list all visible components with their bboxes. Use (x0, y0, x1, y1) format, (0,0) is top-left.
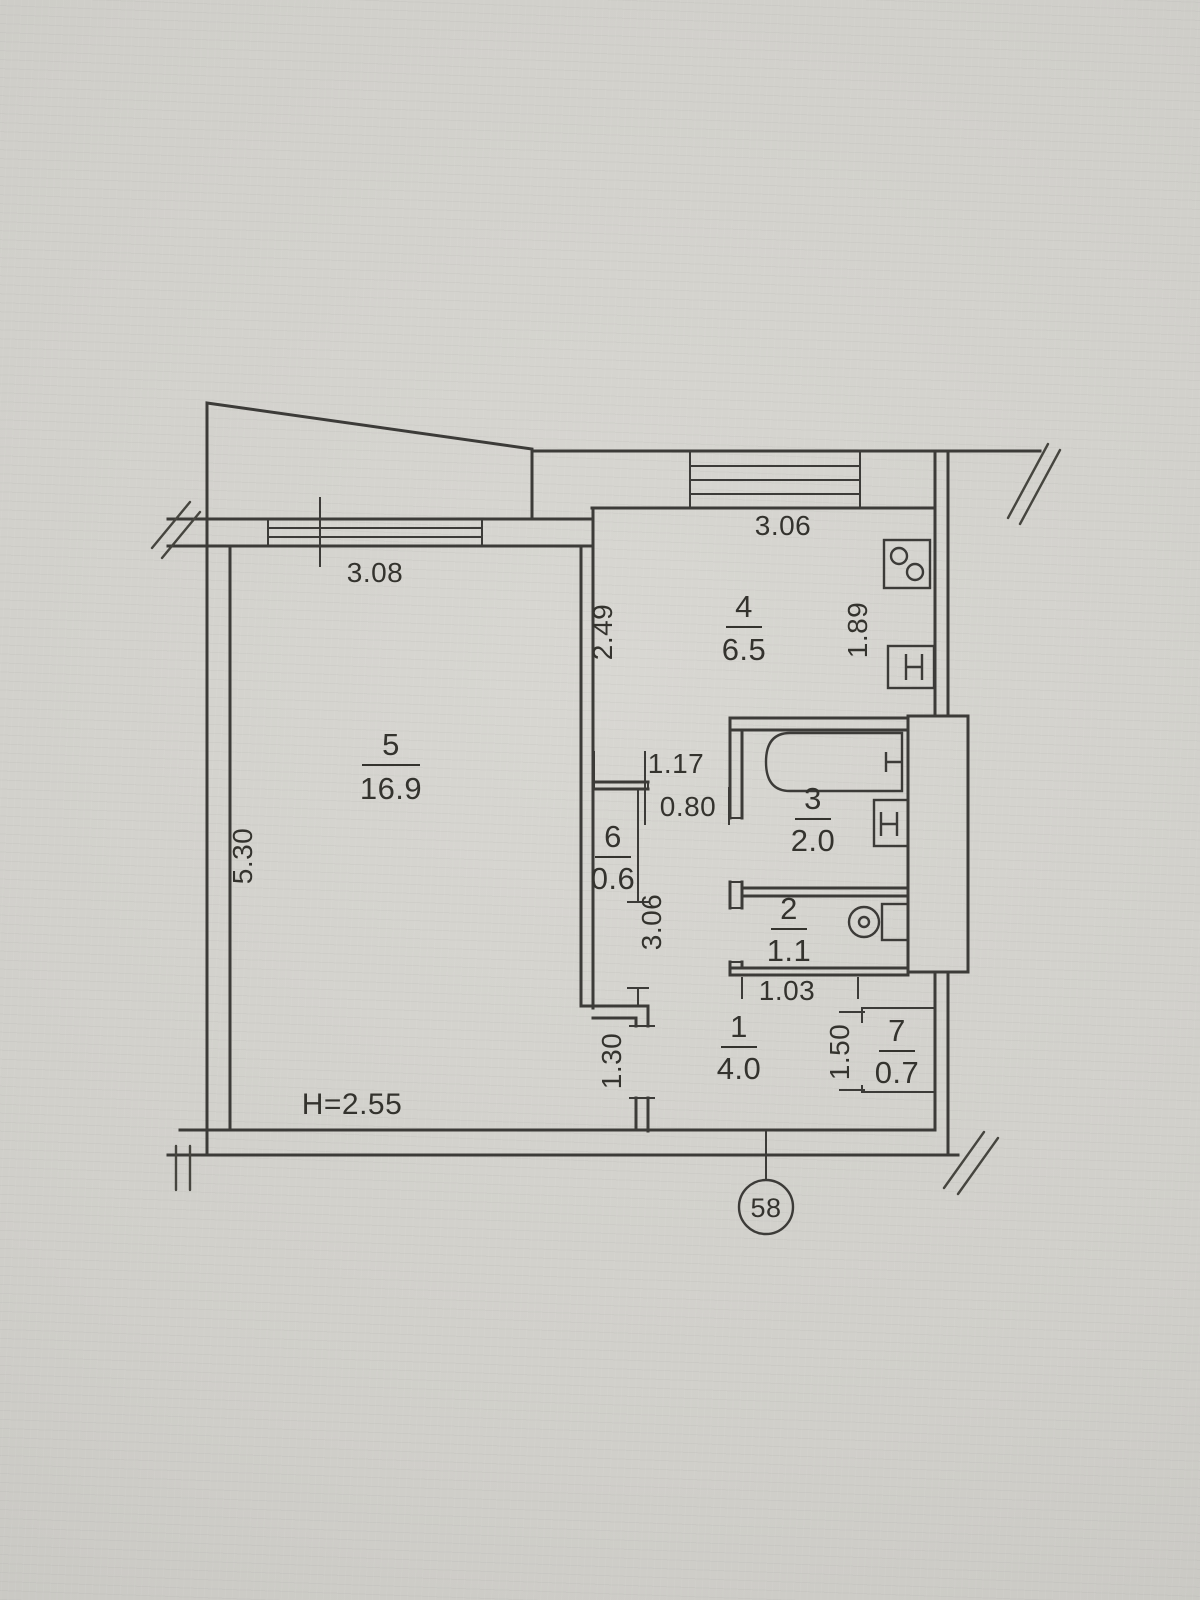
sink-detail (879, 812, 899, 836)
walls (166, 449, 960, 1157)
ceiling-height-note: H=2.55 (302, 1088, 403, 1121)
room-label-2: 2 1.1 (767, 891, 812, 968)
room-area: 6.5 (722, 632, 767, 667)
apartment-number-badge: 58 (737, 1130, 795, 1236)
bathtub-body (764, 731, 904, 793)
closet-7-outline (839, 1007, 936, 1093)
window-right-icon (689, 450, 861, 509)
room-number: 6 (604, 819, 622, 854)
room-label-4: 4 6.5 (722, 589, 767, 667)
dim-corridor-length: 3.06 (636, 894, 667, 951)
stove-burner (889, 546, 909, 566)
toilet-icon (847, 902, 910, 942)
sink-body (886, 644, 936, 690)
room-number: 5 (382, 727, 400, 762)
room-number: 4 (735, 589, 753, 624)
balcony-outline (205, 401, 534, 521)
stove-body (882, 538, 932, 590)
dim-window-right: 3.06 (755, 510, 812, 541)
room-area: 0.7 (875, 1055, 920, 1090)
room-area: 0.6 (591, 861, 636, 896)
room-label-5: 5 16.9 (360, 727, 422, 806)
room-number: 7 (888, 1013, 906, 1048)
closet-6-partition (627, 788, 649, 1007)
dim-window-left: 3.08 (347, 557, 404, 588)
room-label-6: 6 0.6 (591, 819, 636, 896)
room-label-1: 1 4.0 (717, 1009, 762, 1086)
apartment-number-circle (737, 1178, 795, 1236)
stove-burner (905, 562, 925, 582)
dim-kitchen-door: 0.80 (660, 791, 717, 822)
vent-shaft (906, 714, 970, 974)
bathtub-faucet (884, 752, 902, 772)
room-label-3: 3 2.0 (791, 781, 836, 858)
dim-room-door: 1.30 (596, 1033, 627, 1090)
room-number: 1 (730, 1009, 748, 1044)
dim-closet-door: 1.50 (824, 1024, 855, 1081)
break-marks (150, 442, 1062, 1196)
dim-side-wall: 5.30 (227, 828, 258, 885)
room-area: 16.9 (360, 771, 422, 806)
sink-detail (904, 654, 924, 680)
dim-wc-width: 1.03 (759, 975, 816, 1006)
dim-kitchen-depth-right: 1.89 (842, 602, 873, 659)
kitchen-sink-icon (886, 644, 936, 690)
stove-icon (882, 538, 932, 590)
room-area: 2.0 (791, 823, 836, 858)
bathtub-icon (764, 731, 904, 793)
dim-kitchen-depth-left: 2.49 (587, 604, 618, 661)
room-number: 3 (804, 781, 822, 816)
dim-vestibule-width: 1.17 (648, 748, 705, 779)
room-number: 2 (780, 891, 798, 926)
room-area: 4.0 (717, 1051, 762, 1086)
room-label-7: 7 0.7 (875, 1013, 920, 1090)
room-area: 1.1 (767, 933, 812, 968)
toilet-tank (880, 902, 910, 942)
window-left-icon (267, 497, 483, 567)
toilet-bowl (847, 905, 881, 939)
sink-body (872, 798, 910, 848)
bath-sink-icon (872, 798, 910, 848)
apartment-number: 58 (750, 1193, 781, 1223)
dimension-ticks (593, 751, 859, 999)
door-jambs (629, 817, 743, 1099)
toilet-bowl-center (857, 915, 871, 929)
